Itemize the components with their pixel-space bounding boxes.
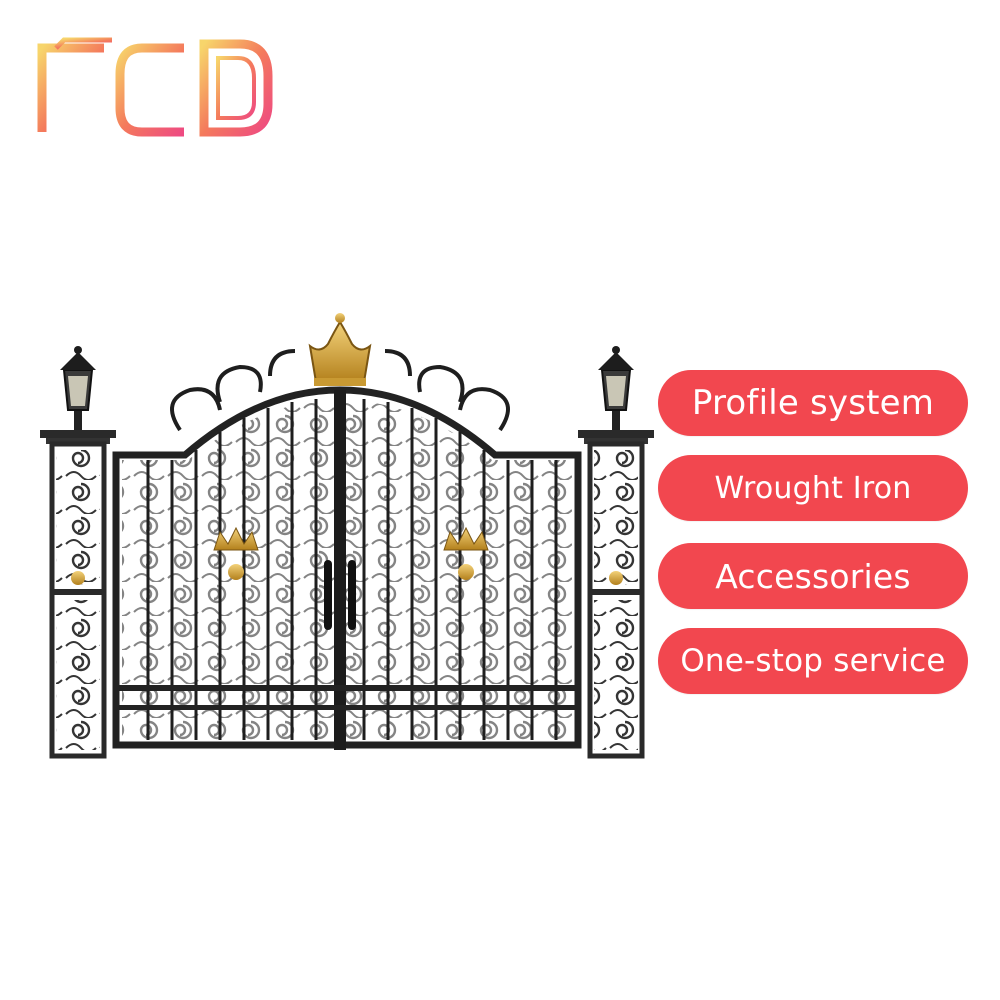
top-crown-ornament [308,313,372,386]
feature-label: Accessories [715,556,911,596]
wrought-iron-gate-image [40,313,654,759]
right-pillar [578,346,654,759]
feature-one-stop-service-badge: One-stop service [658,628,968,694]
feature-label: Profile system [691,383,935,423]
feature-accessories-badge: Accessories [658,543,968,609]
fcd-logo [37,37,273,137]
feature-wrought-iron-badge: Wrought Iron [658,455,968,521]
feature-label: One-stop service [680,643,946,679]
feature-label: Wrought Iron [714,470,912,506]
gate-doors [112,349,582,750]
feature-profile-system-badge: Profile system [658,370,968,436]
left-pillar [40,346,116,759]
door-crown-ornaments [213,526,489,580]
